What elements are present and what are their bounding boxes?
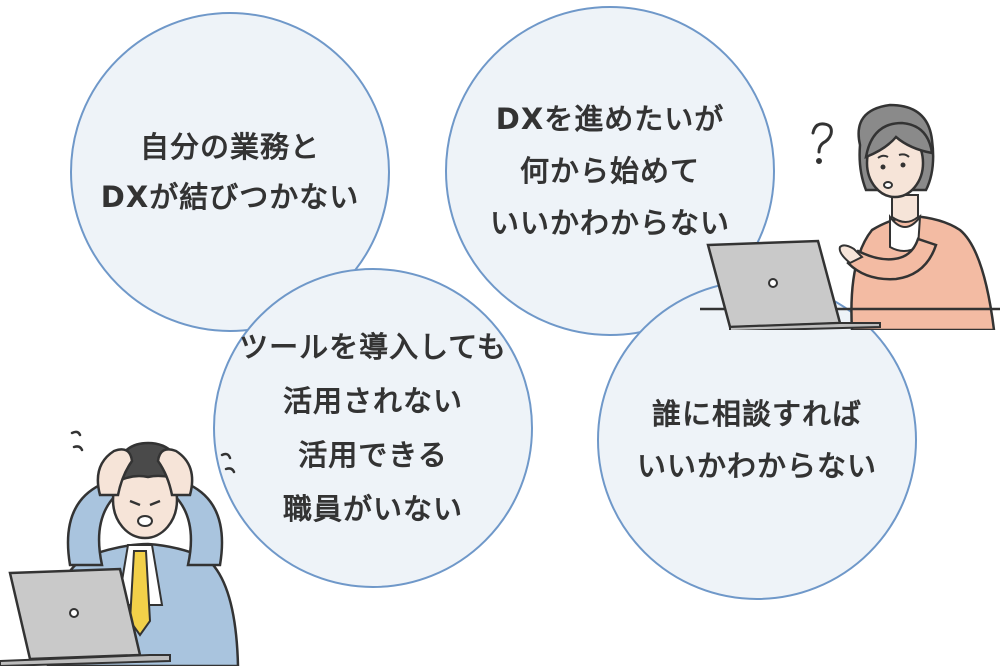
- sweat-drop-icon: [70, 430, 236, 474]
- bubble-text-line: いいかわからない: [636, 449, 877, 483]
- bubble-text-line: 誰に相談すれば: [651, 397, 862, 431]
- confused-woman-illustration: [700, 103, 1000, 330]
- bubble-text-line: 職員がいない: [282, 492, 463, 526]
- question-mark-icon: [811, 122, 833, 164]
- laptop-icon: [0, 567, 171, 666]
- bubble-text-line: 活用できる: [298, 438, 448, 472]
- worry-bubble-4: 誰に相談すれば いいかわからない: [597, 280, 917, 600]
- bubble-text-line: DXを進めたいが: [495, 102, 725, 136]
- bubble-text-line: DXが結びつかない: [100, 180, 360, 214]
- bubble-text-line: ツールを導入しても: [239, 330, 507, 364]
- bubble-text-line: いいかわからない: [489, 206, 730, 240]
- stressed-man-illustration: [0, 430, 240, 666]
- worry-bubble-3: ツールを導入しても 活用されない 活用できる 職員がいない: [213, 268, 533, 588]
- laptop-icon: [706, 239, 881, 330]
- worry-bubble-1: 自分の業務と DXが結びつかない: [70, 12, 390, 332]
- bubble-text-line: 自分の業務と: [139, 130, 320, 164]
- bubble-text-line: 何から始めて: [519, 154, 700, 188]
- bubble-text-line: 活用されない: [282, 384, 463, 418]
